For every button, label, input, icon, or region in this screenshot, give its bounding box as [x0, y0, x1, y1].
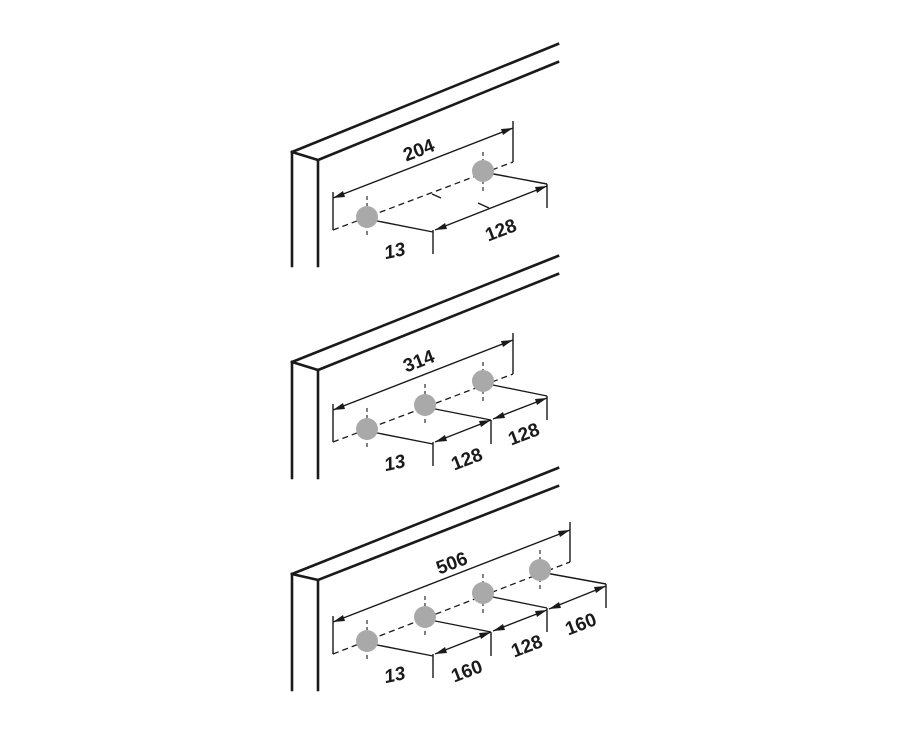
total-length-label: 204 [400, 135, 438, 166]
total-dimension-line [332, 339, 514, 411]
hole-marker [356, 630, 378, 652]
panel-front-edge [290, 572, 320, 582]
dimension-arrow [501, 340, 513, 347]
center-tick [477, 202, 490, 209]
diagram-four-hole: 506 13 160 128 160 [290, 466, 607, 692]
hole-marker [529, 559, 551, 581]
hole-marker [472, 160, 494, 182]
dimension-arrow [493, 624, 505, 631]
dimension-arrow [435, 223, 447, 230]
panel-front-edge [290, 150, 320, 162]
edge-offset-label: 13 [382, 239, 407, 264]
hole-marker [356, 206, 378, 228]
panel-front-edge [290, 360, 320, 372]
dimension-arrow [549, 602, 561, 609]
dimension-arrow [333, 615, 345, 622]
total-length-label: 314 [400, 346, 438, 377]
hole-spacing-label: 128 [505, 419, 542, 450]
spacing-leader-line [482, 594, 548, 609]
spacing-leader-line [482, 171, 548, 185]
dimension-arrow [493, 412, 505, 419]
center-tick [431, 193, 442, 199]
offset-leader-line [366, 430, 434, 445]
hole-spacing-label: 160 [448, 656, 485, 687]
spacing-dimension-line [434, 185, 548, 231]
diagram-three-hole: 314 13 128 128 [290, 254, 560, 480]
dimension-arrow [333, 403, 345, 410]
dimension-arrow [479, 420, 491, 427]
spacing-leader-line [482, 382, 548, 397]
dimension-arrow [435, 647, 447, 654]
edge-offset-label: 13 [382, 663, 407, 688]
hole-spacing-label: 128 [448, 444, 485, 475]
hole-marker [356, 418, 378, 440]
dimension-arrow [535, 610, 547, 617]
hole-marker [472, 582, 494, 604]
hole-spacing-label: 128 [508, 631, 545, 662]
panel-frame [290, 254, 560, 480]
hole-marker [414, 606, 436, 628]
total-length-label: 506 [433, 548, 470, 579]
hole-marker [414, 394, 436, 416]
spacing-leader-line [539, 571, 607, 585]
hole-spacing-label: 160 [562, 609, 599, 640]
panel-top-edge [290, 466, 560, 576]
panel-inner-edge [316, 484, 560, 582]
diagram-two-hole: 204 13 128 [290, 42, 560, 268]
dimension-arrow [333, 191, 345, 198]
dimension-arrow [435, 435, 447, 442]
panel-inner-edge [316, 272, 560, 372]
total-dimension-line [332, 529, 571, 623]
total-dimension-line [332, 127, 514, 199]
dimension-arrow [501, 128, 513, 135]
spacing-leader-line [424, 618, 492, 633]
hole-spacing-label: 128 [482, 215, 519, 246]
edge-offset-label: 13 [382, 451, 407, 476]
spacing-leader-line [424, 406, 492, 421]
panel-inner-edge [316, 60, 560, 162]
offset-leader-line [366, 218, 434, 233]
dimension-arrow [558, 530, 570, 537]
dimension-arrow [535, 398, 547, 405]
panel-frame [290, 466, 560, 692]
dimension-arrow [535, 186, 547, 193]
dimension-arrow [479, 632, 491, 639]
offset-leader-line [366, 642, 434, 657]
dimension-arrow [594, 586, 606, 593]
panel-frame [290, 42, 560, 268]
panel-top-edge [290, 42, 560, 154]
hole-marker [472, 370, 494, 392]
panel-top-edge [290, 254, 560, 364]
